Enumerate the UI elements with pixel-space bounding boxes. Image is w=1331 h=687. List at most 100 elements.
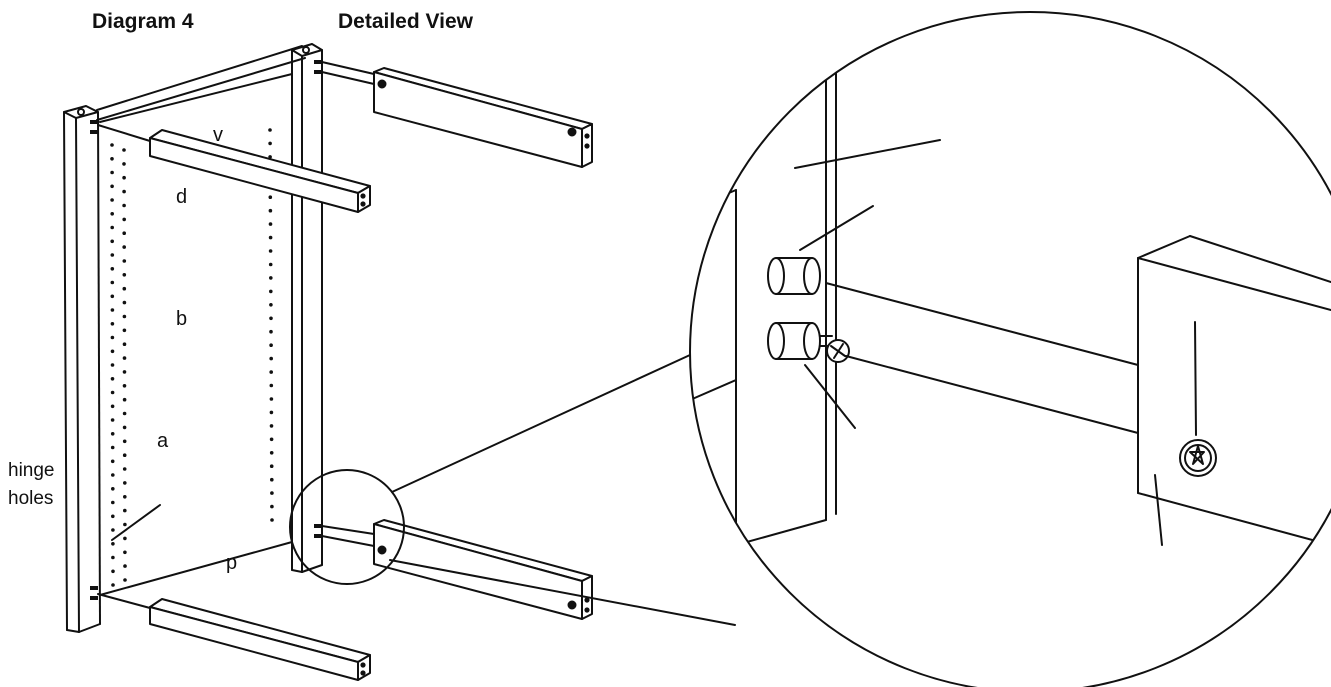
hinge-hole-dot [110,253,115,257]
hinge-hole-dot [111,528,115,532]
hinge-hole-dot [269,410,274,415]
dowel-pins [90,60,322,600]
hinge-hole-dot [123,508,127,513]
hinge-holes-leader [112,505,160,540]
hinge-hole-dot [269,289,273,294]
label-hinge-line1: hinge [8,460,55,481]
hinge-hole-dot [123,536,127,541]
hinge-hole-dot [123,578,127,582]
hinge-hole-dot [110,198,114,202]
hinge-hole-dot [269,329,273,334]
label-v: v [213,124,223,146]
hinge-hole-dot [268,141,272,146]
label-p: p [226,552,238,574]
hinge-hole-dot [110,335,115,340]
hinge-hole-dot [122,370,127,374]
hinge-hole-dot [122,286,127,291]
hinge-hole-dot [122,300,127,305]
top-rear-rail [322,62,592,167]
hinge-hole-dot [269,397,274,401]
hinge-hole-dot [110,404,115,409]
hinge-hole-dot [122,273,127,277]
hinge-hole-dot [110,322,115,326]
hinge-hole-dot [270,491,274,495]
hinge-hole-dot [110,363,115,367]
hinge-hole-dot [268,208,273,213]
label-hinge-line2: holes [8,488,54,509]
hinge-hole-dot [268,262,273,267]
label-a: a [157,430,169,452]
label-hinge-holes: hinge holes [8,457,78,513]
hinge-hole-dot [122,245,126,249]
hinge-hole-dot [268,235,273,240]
hinge-hole-dot [110,239,114,244]
hinge-hole-dot [123,481,127,485]
hinge-hole-dot [111,583,115,587]
hinge-hole-dot [110,280,115,285]
hinge-hole-dot [111,514,115,519]
hinge-hole-dot [122,328,127,333]
hinge-hole-dot [123,564,127,568]
hinge-hole-dot [269,370,274,374]
back-top-rail [97,46,305,120]
hinge-hole-dot [122,356,127,360]
hinge-hole-dot [110,294,115,299]
hinge-hole-dot [110,225,114,230]
hinge-hole-dot [122,425,127,430]
hinge-hole-dot [270,518,274,522]
hinge-hole-dot [122,148,126,152]
hinge-hole-dot [111,500,115,505]
callout-connector-bottom [390,560,735,625]
hinge-hole-dot [122,397,127,402]
hinge-hole-dot [122,203,126,208]
hinge-hole-dot [269,424,274,428]
callout-connector-top [392,355,690,492]
hinge-hole-dot [269,437,274,442]
hinge-hole-dot [269,276,273,280]
hinge-hole-dot [110,377,115,381]
hinge-hole-dot [110,459,115,464]
hinge-hole-dot [122,189,126,194]
hinge-hole-dot [122,439,127,444]
hinge-hole-dot [110,184,114,189]
hinge-hole-dot [268,155,272,159]
hinge-hole-dot [123,522,127,527]
right-post [292,44,322,572]
hinge-hole-dot [122,175,126,180]
side-panel-b [100,74,292,595]
detail-view-circle [690,12,1331,687]
hinge-hole-dot [110,212,114,216]
hinge-hole-dot [110,349,115,354]
hinge-holes-dots [110,128,274,587]
diagram-title: Diagram 4 [92,10,194,33]
hinge-hole-dot [268,249,273,253]
hinge-hole-dot [268,128,272,132]
hinge-hole-dot [269,464,274,469]
hinge-hole-dot [111,569,115,574]
hinge-hole-dot [122,314,127,319]
hinge-hole-dot [122,231,126,235]
hinge-hole-dot [110,308,115,312]
hinge-hole-dot [110,432,115,436]
hinge-hole-dot [111,473,115,477]
hinge-hole-dot [110,143,114,147]
hinge-hole-dot [111,487,115,491]
hinge-hole-dot [269,303,273,307]
hinge-hole-dot [268,195,273,199]
hinge-hole-dot [269,343,273,348]
hinge-hole-dot [122,467,127,471]
hinge-hole-dot [122,384,127,388]
top-front-rail-v [98,125,370,212]
label-b: b [176,308,188,330]
hinge-hole-dot [269,356,274,361]
hinge-hole-dot [122,453,127,458]
hinge-hole-dot [122,411,127,416]
hinge-hole-dot [110,390,115,395]
hinge-hole-dot [110,418,115,422]
hinge-hole-dot [110,445,115,450]
detail-view-contents [690,0,1331,545]
hinge-hole-dot [268,222,273,226]
hinge-hole-dot [110,157,114,161]
hinge-hole-dot [270,477,274,482]
